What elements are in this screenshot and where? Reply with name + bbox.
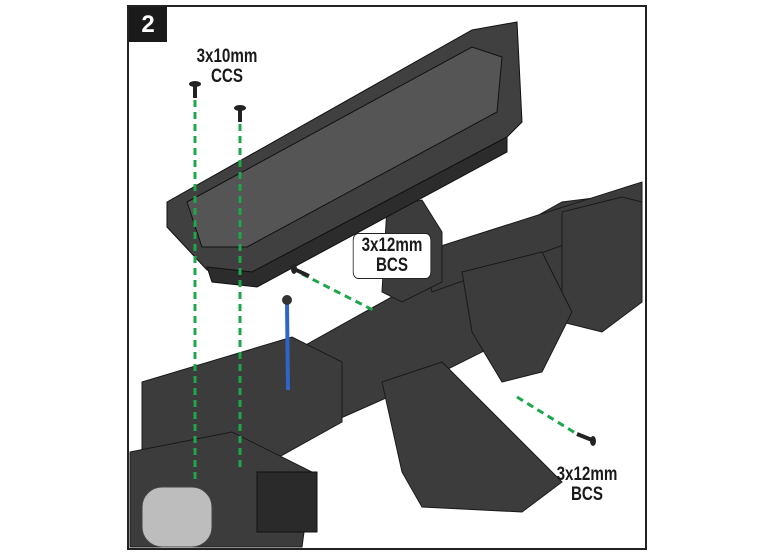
middle-screw-label: 3x12mm BCS xyxy=(352,233,432,279)
chassis-frame xyxy=(129,181,643,548)
link-rod xyxy=(285,301,290,391)
assembly-illustration xyxy=(129,21,643,548)
top-screw-label: 3x10mm CCS xyxy=(195,47,259,87)
motor-heatsink xyxy=(256,471,318,533)
motor xyxy=(141,486,213,548)
step-number-badge: 2 xyxy=(129,7,167,42)
screw-size: 3x12mm xyxy=(556,464,618,485)
screw-type: BCS xyxy=(375,255,409,276)
screw-icon xyxy=(234,105,246,122)
screws xyxy=(189,81,596,446)
screw-icon xyxy=(189,81,201,98)
screw-icon xyxy=(291,264,310,278)
screw-icon xyxy=(576,432,596,446)
screw-size: 3x12mm xyxy=(361,235,423,256)
screw-size: 3x10mm xyxy=(196,46,258,67)
screw-type: BCS xyxy=(570,484,604,505)
guide-lines xyxy=(193,100,578,482)
battery-tray xyxy=(166,21,523,288)
right-screw-label: 3x12mm BCS xyxy=(555,465,619,505)
instruction-frame: 2 3x10mm CCS 3x12mm BCS 3x12mm BCS xyxy=(127,5,647,550)
screw-type: CCS xyxy=(210,66,244,87)
